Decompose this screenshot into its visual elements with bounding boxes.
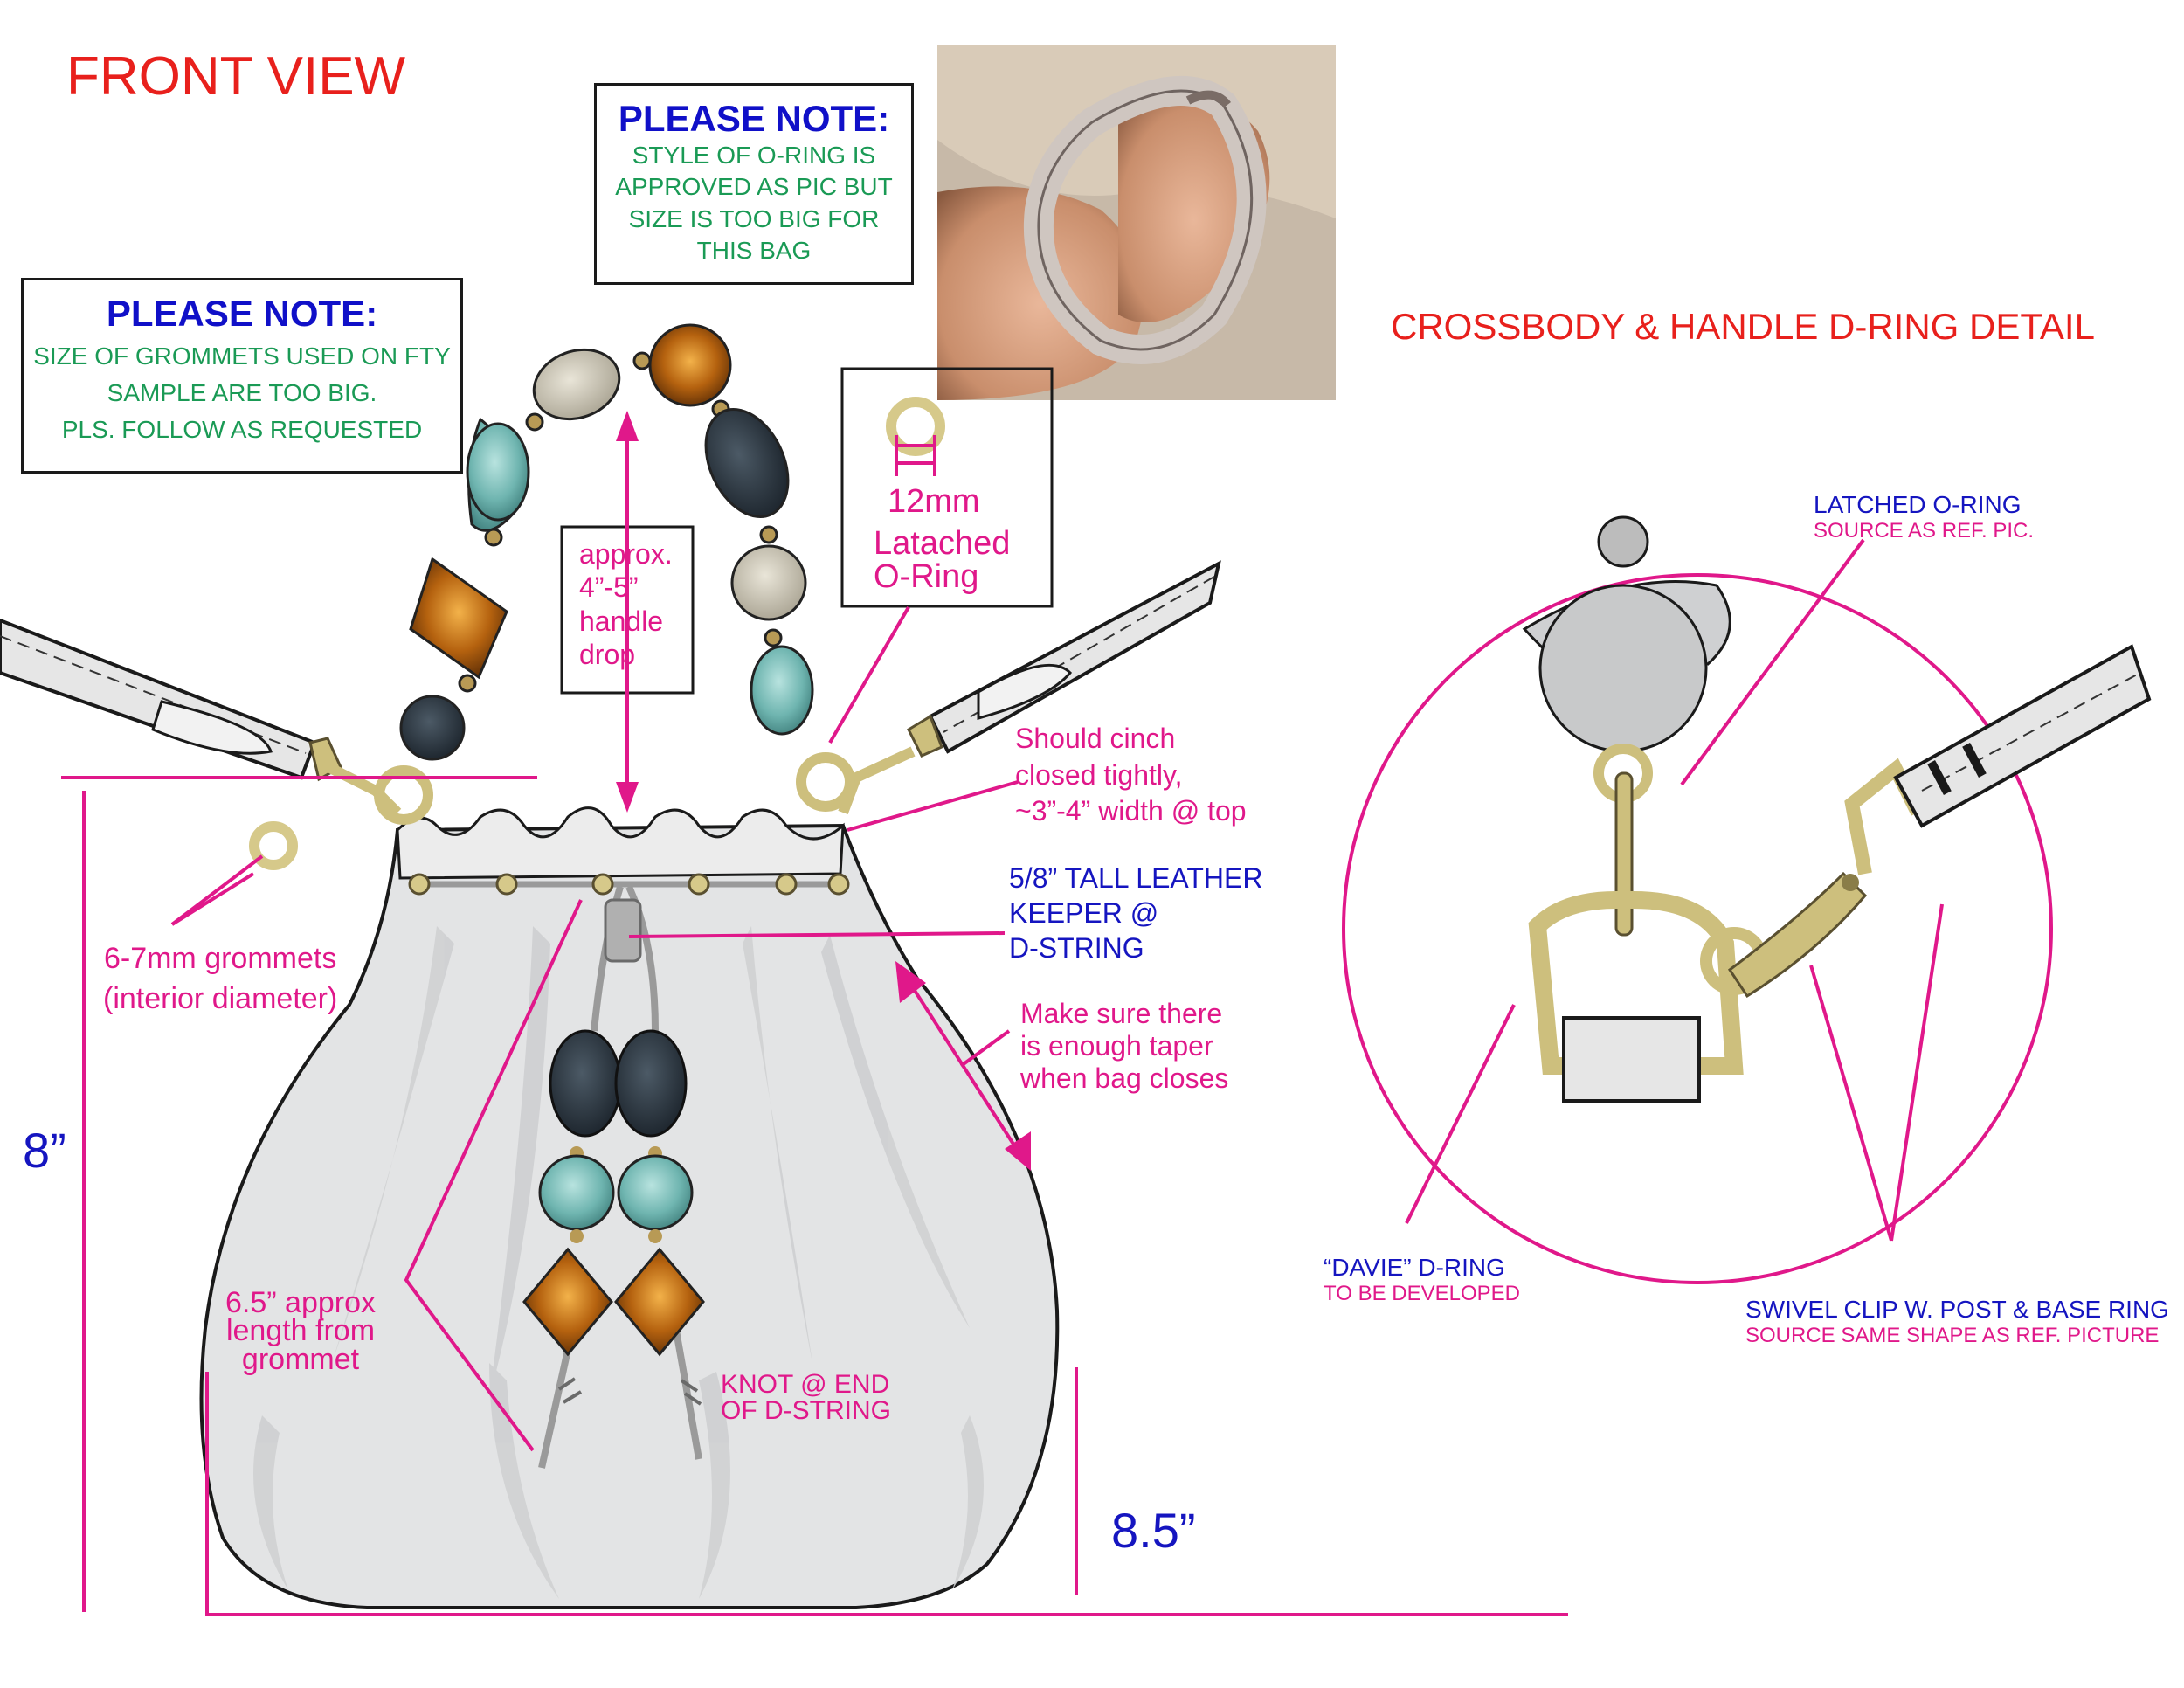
detail-title: CROSSBODY & HANDLE D-RING DETAIL xyxy=(1391,306,2095,347)
knot-note-line: OF D-STRING xyxy=(721,1396,891,1425)
oring-note-heading: PLEASE NOTE: xyxy=(618,98,890,139)
grommet-note-line: SIZE OF GROMMETS USED ON FTY xyxy=(33,342,451,370)
handle-beads xyxy=(399,323,814,761)
oring-note-line: THIS BAG xyxy=(696,237,812,265)
taper-note-line: is enough taper xyxy=(1020,1029,1213,1062)
grommet-size-note: 6-7mm grommets (interior diameter) xyxy=(103,939,337,1020)
oring-note-line: APPROVED AS PIC BUT xyxy=(615,173,893,201)
oring-spec-line: O-Ring xyxy=(874,558,979,595)
length-note-line: 6.5” approx xyxy=(225,1286,376,1319)
handle-drop-line: 4”-5” xyxy=(579,571,639,604)
handle-drop-line: handle xyxy=(579,605,664,637)
grommet-sample xyxy=(249,821,298,870)
grommet-note-box: PLEASE NOTE: SIZE OF GROMMETS USED ON FT… xyxy=(21,278,463,474)
bag-body xyxy=(199,806,1060,1609)
davie-dring-sub: TO BE DEVELOPED xyxy=(1324,1282,1520,1306)
detail-circle xyxy=(1342,515,2152,1284)
latched-oring-sub: SOURCE AS REF. PIC. xyxy=(1814,519,2035,543)
handle-drop-line: approx. xyxy=(579,538,673,570)
crossbody-strap-left xyxy=(0,618,433,825)
oring-spec-box xyxy=(840,367,1054,608)
keeper-note-line: 5/8” TALL LEATHER xyxy=(1009,862,1263,894)
oring-note-line: SIZE IS TOO BIG FOR xyxy=(628,204,880,232)
oring-note-box: PLEASE NOTE: STYLE OF O-RING IS APPROVED… xyxy=(594,83,914,285)
grommet-size-line: 6-7mm grommets xyxy=(103,942,337,975)
keeper-note-line: KEEPER @ xyxy=(1009,897,1159,929)
swivel-clip-title: SWIVEL CLIP W. POST & BASE RING xyxy=(1745,1296,2169,1323)
davie-dring-label: “DAVIE” D-RING TO BE DEVELOPED xyxy=(1324,1254,1520,1306)
grommet-size-line: (interior diameter) xyxy=(103,981,338,1015)
cinch-note-line: Should cinch xyxy=(1015,723,1176,754)
grommet-note-line: PLS. FOLLOW AS REQUESTED xyxy=(61,416,423,443)
cinch-note: Should cinch closed tightly, ~3”-4” widt… xyxy=(1015,721,1247,830)
keeper-note: 5/8” TALL LEATHER KEEPER @ D-STRING xyxy=(1009,861,1262,965)
length-note: 6.5” approx length from grommet xyxy=(225,1286,376,1376)
latched-oring-title: LATCHED O-RING xyxy=(1814,491,2022,518)
oring-size: 12mm xyxy=(888,483,980,520)
length-note-line: length from xyxy=(225,1314,376,1348)
cinch-note-line: closed tightly, xyxy=(1015,758,1183,791)
oring-icon xyxy=(886,397,945,476)
handle-drop-line: drop xyxy=(579,639,636,671)
oring-note-line: STYLE OF O-RING IS xyxy=(632,142,876,169)
swivel-clip-label: SWIVEL CLIP W. POST & BASE RING SOURCE S… xyxy=(1745,1296,2169,1348)
oring-spec-line: Latached xyxy=(874,525,1011,562)
knot-note-line: KNOT @ END xyxy=(721,1370,890,1399)
dimension-lines xyxy=(61,411,1568,1616)
taper-note-line: Make sure there xyxy=(1020,998,1223,1029)
taper-note: Make sure there is enough taper when bag… xyxy=(1020,998,1228,1094)
height-dimension: 8” xyxy=(23,1123,66,1178)
grommet-note-heading: PLEASE NOTE: xyxy=(106,293,378,334)
keeper-note-line: D-STRING xyxy=(1009,932,1144,964)
crossbody-strap-right xyxy=(796,560,1221,815)
grommet-note-line: SAMPLE ARE TOO BIG. xyxy=(107,379,377,406)
taper-note-line: when bag closes xyxy=(1020,1062,1229,1094)
reference-photo xyxy=(937,45,1336,400)
oring-spec-label: 12mm Latached O-Ring xyxy=(874,485,1010,593)
handle-drop-label: approx. 4”-5” handle drop xyxy=(579,537,673,672)
cinch-note-line: ~3”-4” width @ top xyxy=(1015,795,1247,827)
width-dimension: 8.5” xyxy=(1111,1503,1196,1558)
length-note-line: grommet xyxy=(241,1342,360,1376)
page-title: FRONT VIEW xyxy=(66,46,406,107)
knot-note: KNOT @ END OF D-STRING xyxy=(721,1372,891,1424)
latched-oring-label: LATCHED O-RING SOURCE AS REF. PIC. xyxy=(1814,491,2034,543)
swivel-clip-sub: SOURCE SAME SHAPE AS REF. PICTURE xyxy=(1745,1324,2160,1348)
davie-dring-title: “DAVIE” D-RING xyxy=(1324,1254,1505,1281)
